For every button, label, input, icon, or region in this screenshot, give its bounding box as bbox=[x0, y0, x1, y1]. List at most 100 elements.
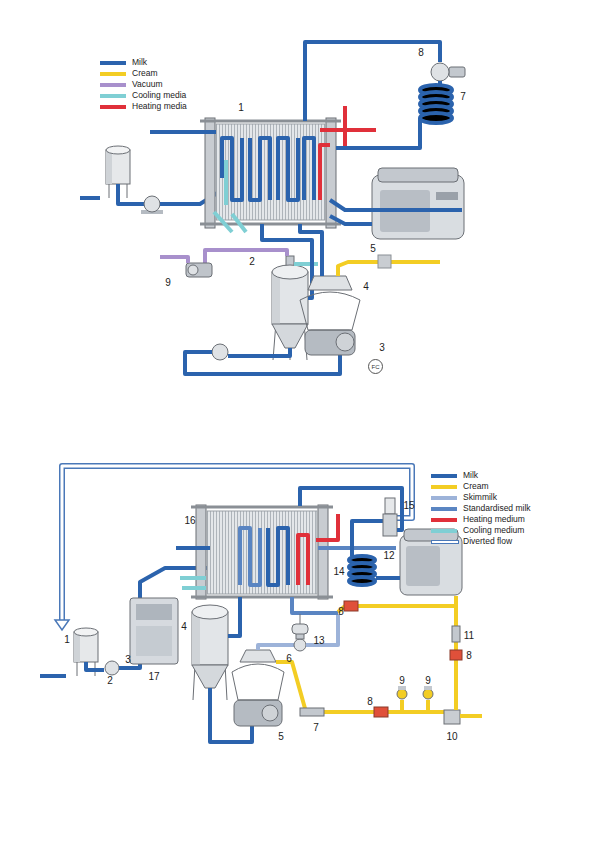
holding-tube-coil bbox=[349, 556, 375, 585]
pump bbox=[449, 67, 465, 77]
legend-swatch bbox=[100, 94, 126, 98]
legend-swatch bbox=[431, 474, 457, 478]
callout-number: 1 bbox=[64, 635, 70, 645]
skimmilk-pipe bbox=[306, 614, 338, 645]
plate-heat-exchanger bbox=[200, 223, 341, 226]
legend-text: Milk bbox=[463, 471, 478, 480]
callout-number: 1 bbox=[238, 103, 244, 113]
plate-heat-exchanger bbox=[207, 511, 317, 594]
pump bbox=[141, 196, 163, 214]
milk-outlet bbox=[176, 546, 210, 550]
sensor bbox=[452, 626, 460, 642]
cooling-pipe bbox=[232, 214, 246, 232]
homogeniser bbox=[400, 535, 462, 595]
pump bbox=[431, 63, 449, 81]
separator bbox=[232, 664, 284, 700]
balance-tank bbox=[74, 628, 98, 636]
milk-pipe bbox=[376, 576, 400, 580]
callout-number: 6 bbox=[286, 654, 292, 664]
milk-pipe bbox=[336, 118, 420, 148]
control-valve bbox=[397, 686, 433, 699]
control-valve bbox=[398, 686, 406, 690]
expansion-tank bbox=[292, 624, 308, 634]
plate-heat-exchanger bbox=[318, 505, 328, 599]
legend-text: Vacuum bbox=[132, 80, 163, 89]
milk-pipe bbox=[240, 528, 260, 585]
flow-diversion-valve bbox=[385, 498, 395, 514]
plate-heat-exchanger bbox=[200, 120, 341, 123]
plate-heat-exchanger bbox=[196, 505, 206, 599]
callout-number: 15 bbox=[403, 501, 414, 511]
legend-text: Heating media bbox=[132, 102, 187, 111]
control-valve bbox=[424, 686, 432, 690]
deaerator-vessel bbox=[192, 612, 200, 665]
balance-tank bbox=[106, 150, 112, 184]
cream-outlet bbox=[460, 714, 482, 718]
callout-number: 8 bbox=[418, 48, 424, 58]
separator bbox=[336, 333, 354, 351]
balance-tank bbox=[109, 183, 110, 198]
legend-swatch bbox=[431, 496, 457, 500]
flow-diversion-valve bbox=[383, 498, 397, 536]
control-valve bbox=[423, 689, 433, 699]
flow-meter bbox=[374, 707, 388, 717]
control-block bbox=[378, 255, 391, 268]
vacuum-pump bbox=[186, 263, 212, 277]
milk-pipe bbox=[118, 184, 145, 204]
callout-number: 14 bbox=[333, 567, 344, 577]
milk-pipe bbox=[228, 348, 290, 356]
milk-pipe bbox=[262, 224, 312, 298]
standardised-milk-pipe bbox=[292, 597, 338, 613]
legend-swatch bbox=[431, 485, 457, 489]
milk-pipe bbox=[330, 200, 462, 210]
callout-number: 16 bbox=[184, 516, 195, 526]
balance-tank bbox=[74, 632, 80, 662]
cooling-pipe bbox=[224, 160, 228, 205]
separator bbox=[300, 276, 360, 355]
control-panel bbox=[130, 598, 178, 664]
pump bbox=[212, 344, 228, 360]
legend-swatch bbox=[100, 83, 126, 87]
callout-number: 9 bbox=[399, 676, 405, 686]
holding-tube-coil bbox=[420, 85, 452, 123]
deaerator-vessel bbox=[272, 324, 308, 348]
legend-text: Cooling media bbox=[132, 91, 186, 100]
legend-swatch bbox=[100, 61, 126, 65]
expansion-tank bbox=[292, 624, 308, 634]
holding-tube-coil bbox=[420, 113, 452, 123]
control-panel bbox=[136, 626, 172, 656]
balance-tank bbox=[106, 150, 130, 184]
callout-number: 9 bbox=[165, 278, 171, 288]
homogeniser bbox=[436, 192, 458, 200]
plate-heat-exchanger bbox=[191, 596, 333, 599]
milk-pipe bbox=[300, 488, 402, 530]
callout-number: 3 bbox=[379, 343, 385, 353]
separator bbox=[305, 330, 355, 355]
node-text: FC bbox=[372, 364, 380, 370]
legend-swatch bbox=[431, 507, 457, 511]
control-valve bbox=[294, 639, 306, 651]
separator bbox=[262, 705, 278, 721]
cream-pipe bbox=[426, 700, 430, 712]
plate-heat-exchanger bbox=[216, 124, 325, 220]
vacuum-pipe bbox=[160, 257, 188, 263]
control-panel bbox=[136, 604, 172, 620]
heating-pipe bbox=[320, 128, 376, 132]
cooling-pipe bbox=[182, 586, 206, 590]
homogeniser bbox=[378, 168, 458, 182]
heating-pipe bbox=[298, 535, 308, 585]
cream-pipe bbox=[400, 700, 404, 712]
callout-number: 4 bbox=[363, 282, 369, 292]
deaerator-vessel bbox=[192, 665, 228, 688]
milk-inlet bbox=[40, 674, 66, 678]
callout-number: 8 bbox=[367, 697, 373, 707]
pump bbox=[431, 63, 465, 81]
milk-pipe bbox=[278, 138, 298, 200]
skimmilk-pipe bbox=[258, 645, 294, 650]
separator bbox=[240, 650, 276, 662]
pump bbox=[144, 196, 160, 212]
homogeniser bbox=[406, 546, 440, 586]
callout-number: 8 bbox=[466, 651, 472, 661]
legend-swatch bbox=[100, 105, 126, 109]
density-transmitter bbox=[300, 708, 324, 716]
